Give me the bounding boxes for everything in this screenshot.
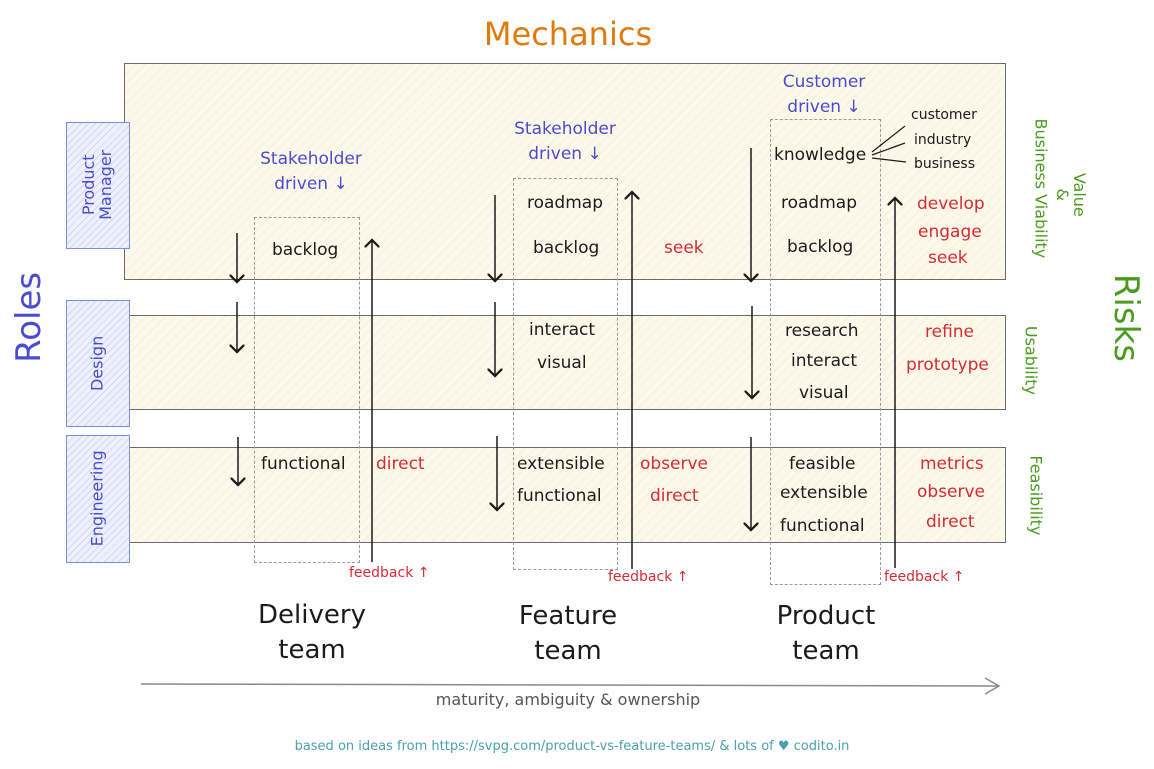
feature-pm-backlog: backlog — [533, 238, 600, 258]
product-driver-label: Customer driven ↓ — [782, 72, 866, 117]
role-box-design — [66, 300, 130, 427]
product-pm-roadmap: roadmap — [781, 193, 857, 213]
product-pm-knowledge: knowledge — [774, 145, 867, 165]
feature-feedback-label: feedback ↑ — [608, 569, 689, 585]
product-team-name: Product team — [776, 601, 876, 667]
feature-pm-roadmap: roadmap — [527, 193, 603, 213]
delivery-eng-functional: functional — [261, 454, 346, 474]
design-band — [125, 315, 1006, 410]
product-design-visual: visual — [799, 383, 849, 403]
role-box-pm — [66, 122, 130, 249]
feature-design-interact: interact — [529, 320, 596, 340]
delivery-driver-label: Stakeholder driven ↓ — [260, 149, 362, 194]
feature-design-visual: visual — [537, 353, 587, 373]
knowledge-link — [871, 125, 906, 153]
product-eng-feasible: feasible — [789, 454, 856, 474]
knowledge-source-industry: industry — [914, 132, 972, 148]
feature-eng-action-direct: direct — [650, 486, 699, 506]
product-eng-action-observe: observe — [917, 482, 986, 502]
engineering-band — [128, 447, 1006, 543]
product-pm-action-develop: develop — [917, 194, 985, 214]
footer-credit: based on ideas from https://svpg.com/pro… — [294, 739, 850, 754]
product-feedback-label: feedback ↑ — [884, 569, 965, 585]
delivery-team-name: Delivery team — [258, 600, 366, 666]
feature-pm-action-seek: seek — [664, 238, 704, 258]
knowledge-source-business: business — [914, 156, 976, 172]
product-eng-action-metrics: metrics — [920, 454, 984, 474]
knowledge-link — [871, 157, 907, 163]
role-box-engineering — [66, 435, 130, 563]
feature-driver-label: Stakeholder driven ↓ — [514, 119, 616, 164]
feature-team-column — [513, 178, 618, 570]
feature-eng-functional: functional — [517, 486, 602, 506]
product-design-interact: interact — [791, 351, 858, 371]
feature-eng-action-observe: observe — [640, 454, 709, 474]
product-pm-action-seek: seek — [928, 248, 968, 268]
maturity-axis-line — [140, 683, 999, 687]
pm-band — [124, 63, 1006, 280]
product-eng-functional: functional — [780, 516, 865, 536]
delivery-team-column — [254, 217, 360, 563]
feature-eng-extensible: extensible — [517, 454, 605, 474]
product-pm-backlog: backlog — [787, 237, 854, 257]
feature-team-name: Feature team — [518, 601, 618, 667]
product-design-action-refine: refine — [925, 322, 975, 342]
knowledge-source-customer: customer — [911, 107, 977, 123]
product-design-action-prototype: prototype — [906, 355, 989, 375]
product-team-column — [770, 119, 881, 585]
maturity-axis-label: maturity, ambiguity & ownership — [435, 690, 701, 709]
delivery-feedback-label: feedback ↑ — [349, 565, 430, 581]
knowledge-link — [871, 142, 906, 156]
product-pm-action-engage: engage — [918, 222, 982, 242]
delivery-eng-action-direct: direct — [376, 454, 425, 474]
product-design-research: research — [785, 321, 859, 341]
diagram-title: Mechanics — [483, 15, 653, 53]
product-eng-action-direct: direct — [926, 512, 975, 532]
maturity-axis-arrowhead — [984, 677, 1001, 695]
product-eng-extensible: extensible — [780, 483, 868, 503]
delivery-pm-backlog: backlog — [272, 240, 339, 260]
